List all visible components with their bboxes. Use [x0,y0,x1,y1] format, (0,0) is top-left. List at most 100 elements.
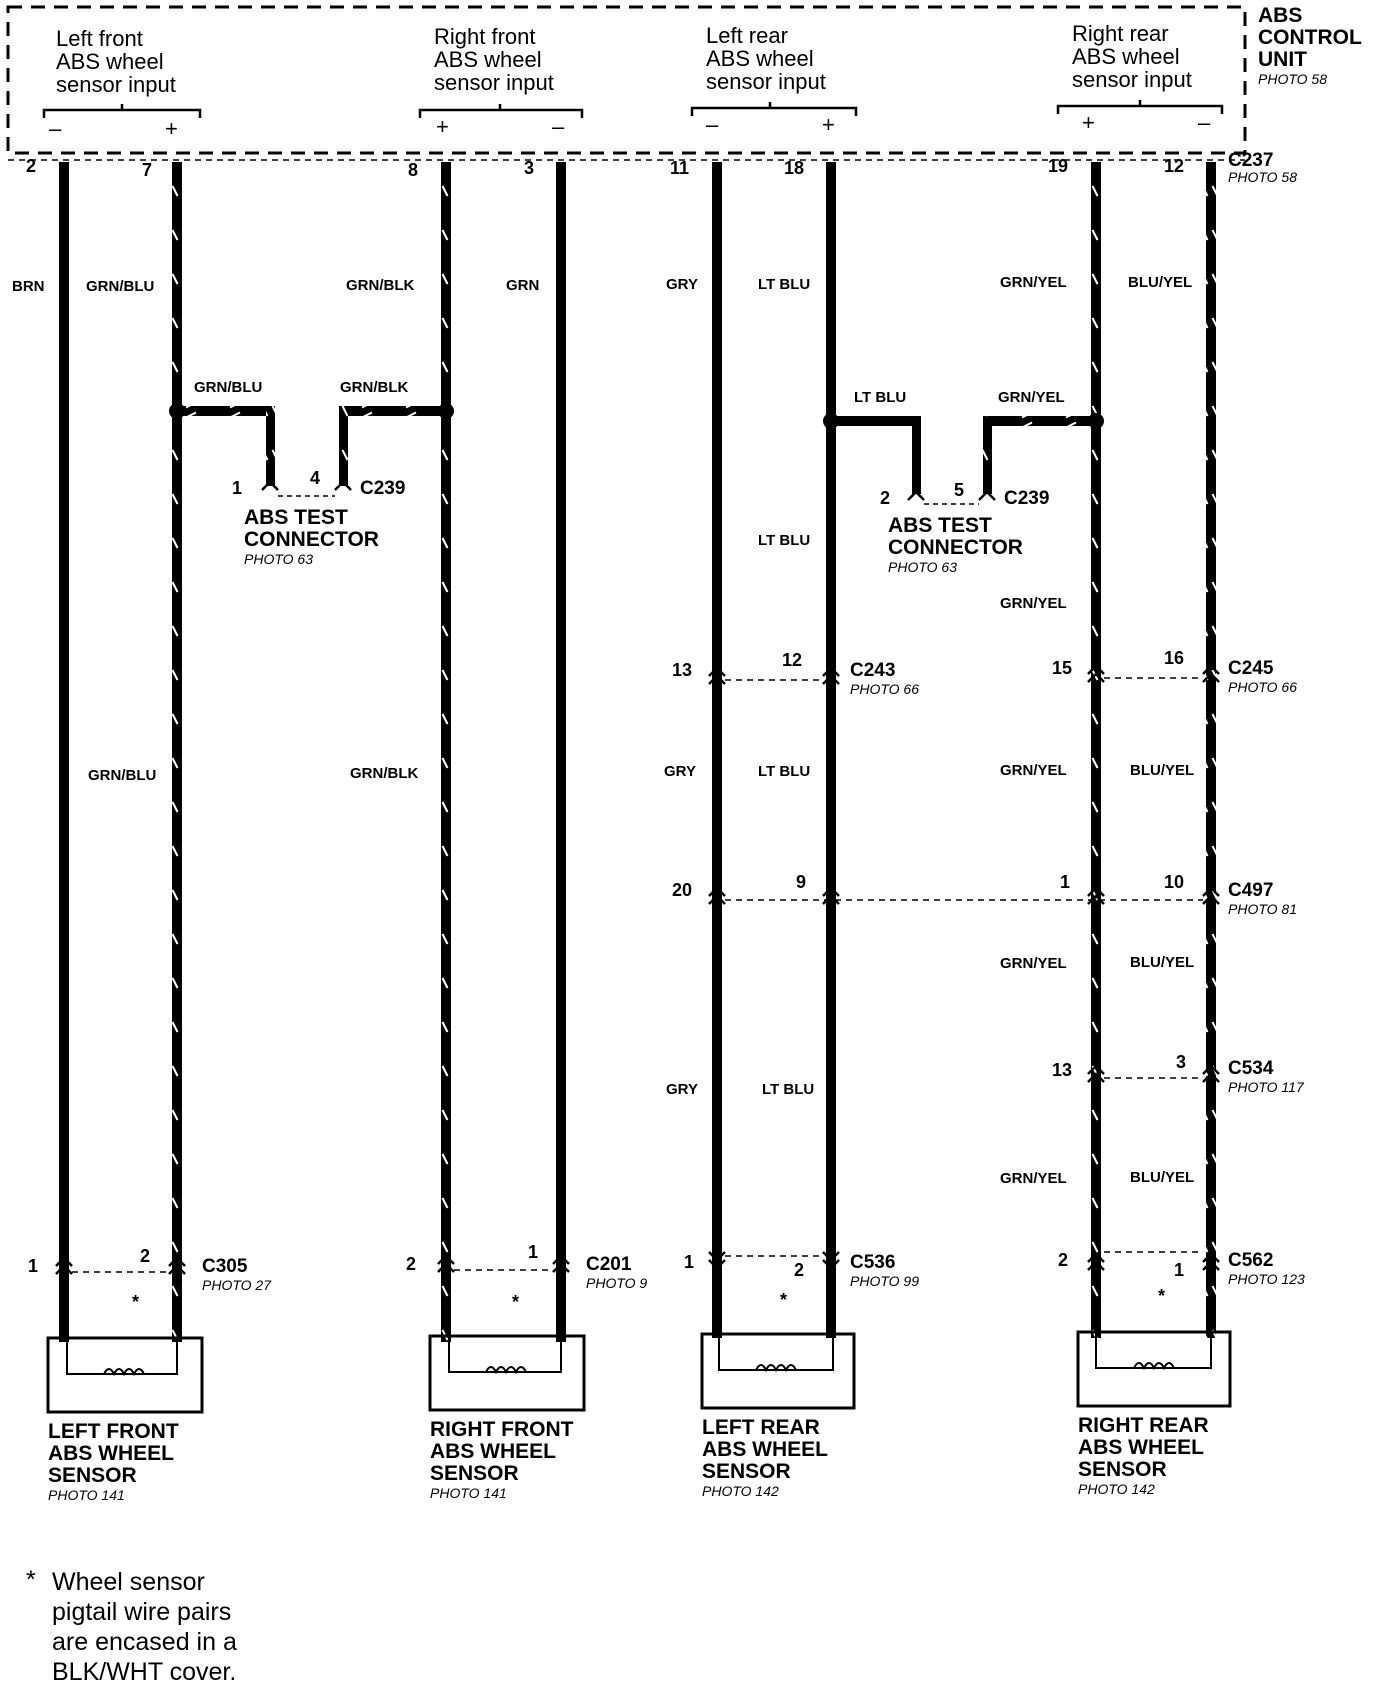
svg-text:1: 1 [528,1242,538,1262]
svg-text:12: 12 [782,650,802,670]
svg-text:sensor input: sensor input [434,70,554,95]
svg-text:LT BLU: LT BLU [758,276,810,293]
svg-text:sensor input: sensor input [1072,67,1192,92]
svg-text:–: – [49,116,62,141]
wire-lf-plus [172,162,182,1342]
ecu-title: ABS CONTROL UNIT PHOTO 58 C237 PHOTO 58 [1228,4,1362,185]
svg-text:7: 7 [142,160,152,180]
svg-text:BRN: BRN [12,278,45,295]
svg-text:16: 16 [1164,648,1184,668]
connector-c536: C536 [850,1252,895,1273]
svg-text:GRN/YEL: GRN/YEL [1000,274,1067,291]
wire-label-lr-mid-plus: LT BLU [758,532,810,549]
svg-text:–: – [706,112,719,137]
footnote: * Wheel sensor pigtail wire pairs are en… [26,1566,237,1686]
wire-rf-minus [556,162,566,1342]
svg-text:C239: C239 [360,478,405,499]
wire-rr-plus [1091,162,1101,1338]
svg-text:4: 4 [310,468,320,488]
svg-text:PHOTO 9: PHOTO 9 [586,1275,647,1291]
svg-text:3: 3 [524,158,534,178]
svg-text:–: – [552,114,565,139]
svg-text:13: 13 [672,660,692,680]
abs-test-connector-2: LT BLU GRN/YEL 2 5 C239 ABS TEST CONNECT… [823,389,1104,575]
svg-text:3: 3 [1176,1052,1186,1072]
svg-text:ABS TEST: ABS TEST [888,514,992,537]
wire-lr-plus [826,162,836,1338]
svg-text:1: 1 [1060,872,1070,892]
svg-text:pigtail wire pairs: pigtail wire pairs [52,1598,231,1626]
svg-text:C534: C534 [1228,1058,1274,1079]
svg-text:PHOTO 66: PHOTO 66 [1228,679,1297,695]
svg-text:CONTROL: CONTROL [1258,26,1362,49]
svg-text:*: * [780,1290,787,1310]
svg-text:10: 10 [1164,872,1184,892]
svg-text:1: 1 [1174,1260,1184,1280]
svg-text:*: * [132,1292,139,1312]
svg-text:GRN/BLU: GRN/BLU [86,278,154,295]
svg-text:2: 2 [880,488,890,508]
wire-labels-c497-segment: GRN/YEL BLU/YEL GRY LT BLU [666,954,1194,1098]
sensor-left-front: 1 2 C305 PHOTO 27 * LEFT FRONT ABS WHEEL… [28,1246,272,1503]
svg-text:+: + [436,114,449,139]
svg-text:1: 1 [684,1252,694,1272]
svg-text:BLU/YEL: BLU/YEL [1128,274,1192,291]
abs-test-connector-1: GRN/BLU GRN/BLK 1 4 C239 ABS TEST CONNEC… [169,379,454,567]
svg-text:2: 2 [406,1254,416,1274]
connector-c237: C237 [1228,150,1273,171]
svg-text:SENSOR: SENSOR [702,1460,791,1483]
wire-label-lf-mid: GRN/BLU [88,767,156,784]
svg-text:GRN/YEL: GRN/YEL [1000,1170,1067,1187]
svg-text:C239: C239 [1004,488,1049,509]
wire-rr-minus [1206,162,1216,1338]
svg-text:2: 2 [140,1246,150,1266]
ecu-outline [6,5,1247,155]
svg-text:Right front: Right front [434,24,536,49]
wires [59,162,1216,1342]
svg-text:C245: C245 [1228,658,1274,679]
svg-text:LT BLU: LT BLU [762,1081,814,1098]
svg-text:PHOTO 142: PHOTO 142 [1078,1481,1155,1497]
svg-text:RIGHT FRONT: RIGHT FRONT [430,1418,574,1441]
svg-text:BLU/YEL: BLU/YEL [1130,954,1194,971]
svg-text:GRN/BLU: GRN/BLU [194,379,262,396]
svg-text:PHOTO 66: PHOTO 66 [850,681,919,697]
svg-text:Wheel sensor: Wheel sensor [52,1568,205,1596]
svg-text:12: 12 [1164,156,1184,176]
svg-text:PHOTO 99: PHOTO 99 [850,1273,919,1289]
svg-text:PHOTO 117: PHOTO 117 [1228,1079,1305,1095]
svg-text:Right rear: Right rear [1072,21,1169,46]
svg-text:*: * [26,1566,36,1594]
svg-text:5: 5 [954,480,964,500]
svg-text:2: 2 [26,156,36,176]
input-label-left-rear: Left rear ABS wheel sensor input – + [690,23,858,137]
svg-text:ABS WHEEL: ABS WHEEL [1078,1436,1204,1459]
svg-text:GRN/YEL: GRN/YEL [1000,955,1067,972]
svg-text:*: * [1158,1286,1165,1306]
svg-text:18: 18 [784,158,804,178]
svg-text:SENSOR: SENSOR [48,1464,137,1487]
input-label-right-rear: Right rear ABS wheel sensor input + – [1056,21,1224,135]
svg-text:ABS WHEEL: ABS WHEEL [430,1440,556,1463]
svg-text:ABS TEST: ABS TEST [244,506,348,529]
svg-text:PHOTO 63: PHOTO 63 [888,559,957,575]
svg-text:PHOTO 123: PHOTO 123 [1228,1271,1305,1287]
svg-text:CONNECTOR: CONNECTOR [244,528,379,551]
svg-text:1: 1 [28,1256,38,1276]
svg-text:GRY: GRY [664,763,696,780]
svg-text:PHOTO 141: PHOTO 141 [48,1487,125,1503]
svg-text:PHOTO 58: PHOTO 58 [1228,169,1297,185]
svg-text:9: 9 [796,872,806,892]
svg-text:LT BLU: LT BLU [758,763,810,780]
svg-text:UNIT: UNIT [1258,48,1307,71]
svg-text:SENSOR: SENSOR [1078,1458,1167,1481]
svg-text:ABS wheel: ABS wheel [434,47,542,72]
svg-text:PHOTO 81: PHOTO 81 [1228,901,1297,917]
sensor-right-front: 2 1 C201 PHOTO 9 * RIGHT FRONT ABS WHEEL… [406,1242,647,1501]
svg-text:GRN/BLK: GRN/BLK [346,277,414,294]
connector-c562: C562 [1228,1250,1273,1271]
svg-text:GRY: GRY [666,276,698,293]
svg-text:PHOTO 142: PHOTO 142 [702,1483,779,1499]
wire-rf-plus [441,162,451,1342]
svg-text:2: 2 [794,1260,804,1280]
